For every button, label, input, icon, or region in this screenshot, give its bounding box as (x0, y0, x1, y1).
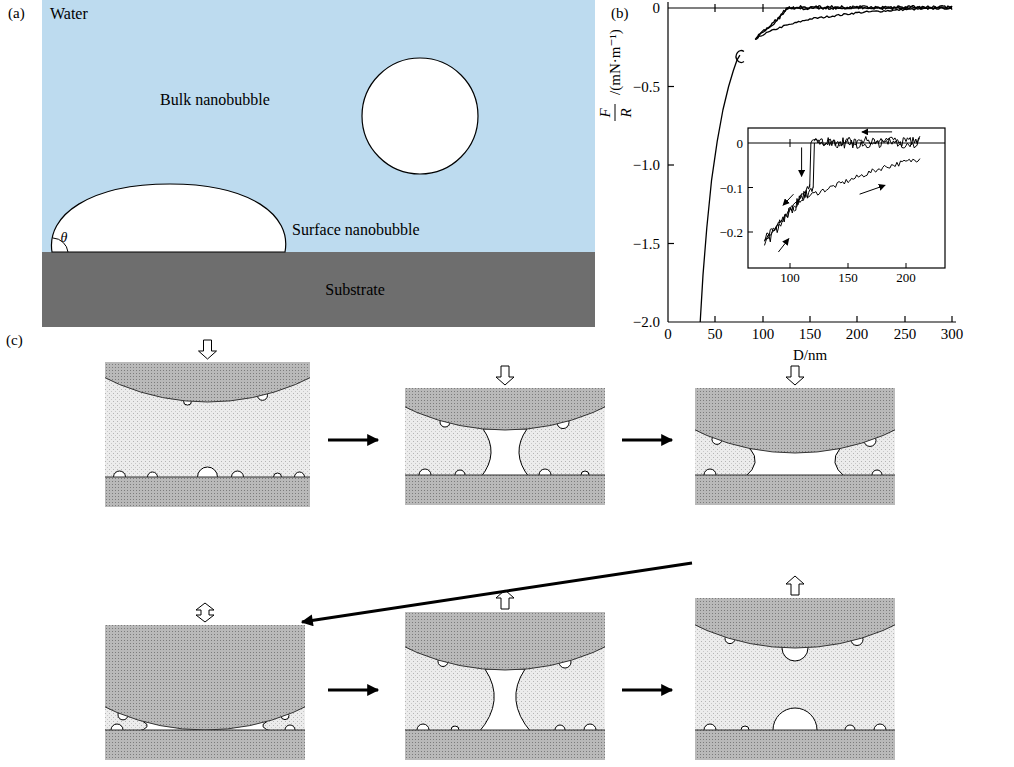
probe-sphere (405, 388, 605, 430)
figure-label: Surface nanobubble (292, 222, 420, 238)
figure-label: −1.5 (633, 236, 660, 251)
substrate-block (42, 252, 595, 327)
figure-label: 50 (708, 327, 723, 342)
force-trace (755, 7, 952, 39)
figure-label: −0.5 (633, 79, 660, 94)
contact-frame (0, 0, 438, 509)
water-region (42, 0, 595, 252)
direction-arrow (783, 194, 793, 205)
force-trace (756, 6, 952, 38)
motion-arrow (199, 340, 217, 359)
figure-label: 150 (799, 327, 822, 342)
figure-label: 200 (896, 271, 916, 284)
contact-frame (565, 188, 1014, 762)
sequence-arrow (622, 439, 672, 442)
c-mark (736, 51, 744, 63)
direction-arrow (801, 147, 802, 176)
figure-label: R (619, 108, 634, 117)
sequence-arrow (328, 439, 378, 442)
motion-arrow (786, 366, 804, 385)
frame-content (695, 388, 895, 505)
force-trace (765, 185, 810, 246)
direction-arrow (862, 131, 892, 132)
contact-frame (275, 210, 735, 762)
force-trace (755, 6, 952, 39)
figure-label: 200 (846, 327, 869, 342)
frame-content (105, 625, 305, 760)
force-trace (813, 143, 814, 188)
probe-sphere (105, 362, 310, 402)
probe-sphere (405, 612, 605, 670)
figure-label: −1.0 (633, 158, 660, 173)
probe-sphere (105, 625, 305, 730)
bulk-bubble (362, 58, 478, 174)
panel-b-axes (615, 2, 956, 322)
probe-sphere (695, 388, 895, 453)
figure-label: 0 (737, 137, 744, 150)
flat-substrate (695, 475, 895, 505)
frame-content (405, 388, 605, 505)
main-plot (700, 6, 952, 322)
figure-label: 0 (664, 327, 672, 342)
figure-label: θ (61, 231, 68, 245)
figure-label: (a) (8, 6, 25, 21)
force-trace (765, 159, 920, 242)
figure-label: 250 (894, 327, 917, 342)
figure-label: D/nm (793, 348, 827, 363)
motion-arrow (196, 603, 214, 622)
figure-label: (b) (611, 6, 629, 21)
force-trace (810, 143, 811, 188)
surface-bubble (51, 184, 285, 252)
direction-arrow (860, 185, 886, 194)
force-trace (814, 136, 920, 146)
figure-label: −0.1 (719, 181, 743, 194)
panel-a (42, 0, 595, 327)
figure-label: F (598, 108, 613, 117)
direction-arrow (778, 239, 788, 252)
figure-label: (c) (6, 333, 23, 348)
figure-label: /(mN·m⁻¹) (608, 29, 623, 95)
contact-frame (275, 0, 735, 507)
motion-arrow (786, 576, 804, 595)
sequence-arrow (622, 689, 672, 692)
figure-label: Substrate (325, 282, 385, 298)
flat-substrate (405, 475, 605, 505)
figure-label: Bulk nanobubble (160, 92, 270, 108)
flat-substrate (405, 730, 605, 760)
frame-content (405, 612, 605, 760)
figure-label: 300 (941, 327, 964, 342)
motion-arrow (496, 366, 514, 385)
flat-substrate (105, 730, 305, 760)
figure-label: −0.2 (719, 226, 743, 239)
force-curves (700, 6, 952, 322)
sequence-arrow (328, 689, 378, 692)
figure-label: Water (50, 6, 88, 22)
figure-label: 100 (780, 271, 800, 284)
flat-substrate (105, 477, 310, 507)
contact-frame (565, 0, 1014, 507)
inset-plot (765, 136, 920, 245)
bridging-bubble (479, 669, 531, 732)
figure-label: 0 (653, 1, 661, 16)
figure-label: 100 (752, 327, 775, 342)
flat-substrate (695, 730, 895, 760)
contact-frame (0, 270, 435, 762)
figure-label: −2.0 (633, 315, 660, 330)
frame-content (105, 362, 310, 507)
probe-sphere (695, 598, 895, 648)
frame-content (695, 598, 895, 760)
bridging-bubble (481, 429, 529, 477)
figure-label: 150 (838, 271, 858, 284)
sequence-arrow (302, 563, 692, 622)
